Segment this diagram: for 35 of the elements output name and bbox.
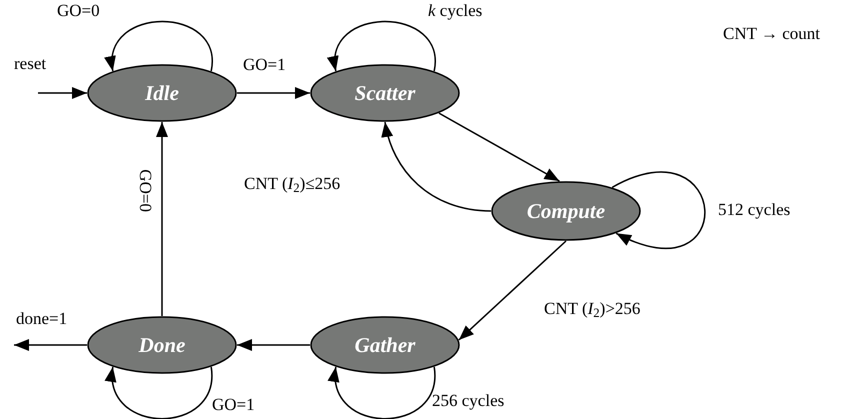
state-name: Scatter — [354, 82, 416, 104]
transition-arrow — [237, 87, 310, 99]
state-ellipse — [491, 181, 641, 241]
state-name: Idle — [145, 82, 179, 104]
edge-label: 256 cycles — [432, 390, 504, 412]
state-ellipse — [310, 316, 460, 374]
edge-label: GO=0 — [57, 0, 100, 22]
transition-arrow — [156, 122, 168, 316]
self-loop-arrow — [612, 171, 706, 250]
transition-arrow — [237, 339, 310, 351]
state-ellipse — [87, 64, 237, 122]
edge-label: 512 cycles — [718, 199, 790, 220]
edge-label: k cycles — [428, 0, 482, 22]
edge-label: reset — [14, 53, 46, 74]
self-loop-arrow — [106, 366, 212, 419]
self-loop-arrow — [106, 20, 213, 72]
edge-label: done=1 — [16, 308, 68, 330]
state-ellipse — [87, 316, 237, 374]
edge-label: CNT (I$_{2}$)>256 — [544, 298, 640, 320]
edge-label: GO=1 — [212, 394, 255, 416]
self-loop-arrow — [329, 20, 436, 72]
transition-arrow — [382, 122, 492, 212]
state-name: Compute — [526, 200, 606, 222]
edge-label: GO=1 — [243, 54, 286, 76]
transition-arrow — [438, 112, 560, 182]
note-text: CNT → count — [723, 23, 820, 44]
edge-label: GO=0 — [134, 169, 156, 212]
state-name: Gather — [354, 334, 416, 356]
state-ellipse — [310, 64, 460, 122]
edge-label: CNT (I$_{2}$)≤256 — [244, 173, 340, 194]
transition-arrow — [38, 87, 87, 99]
self-loop-arrow — [330, 366, 436, 419]
transition-arrow — [14, 339, 87, 351]
state-name: Done — [138, 334, 186, 356]
transition-arrow — [458, 240, 566, 341]
